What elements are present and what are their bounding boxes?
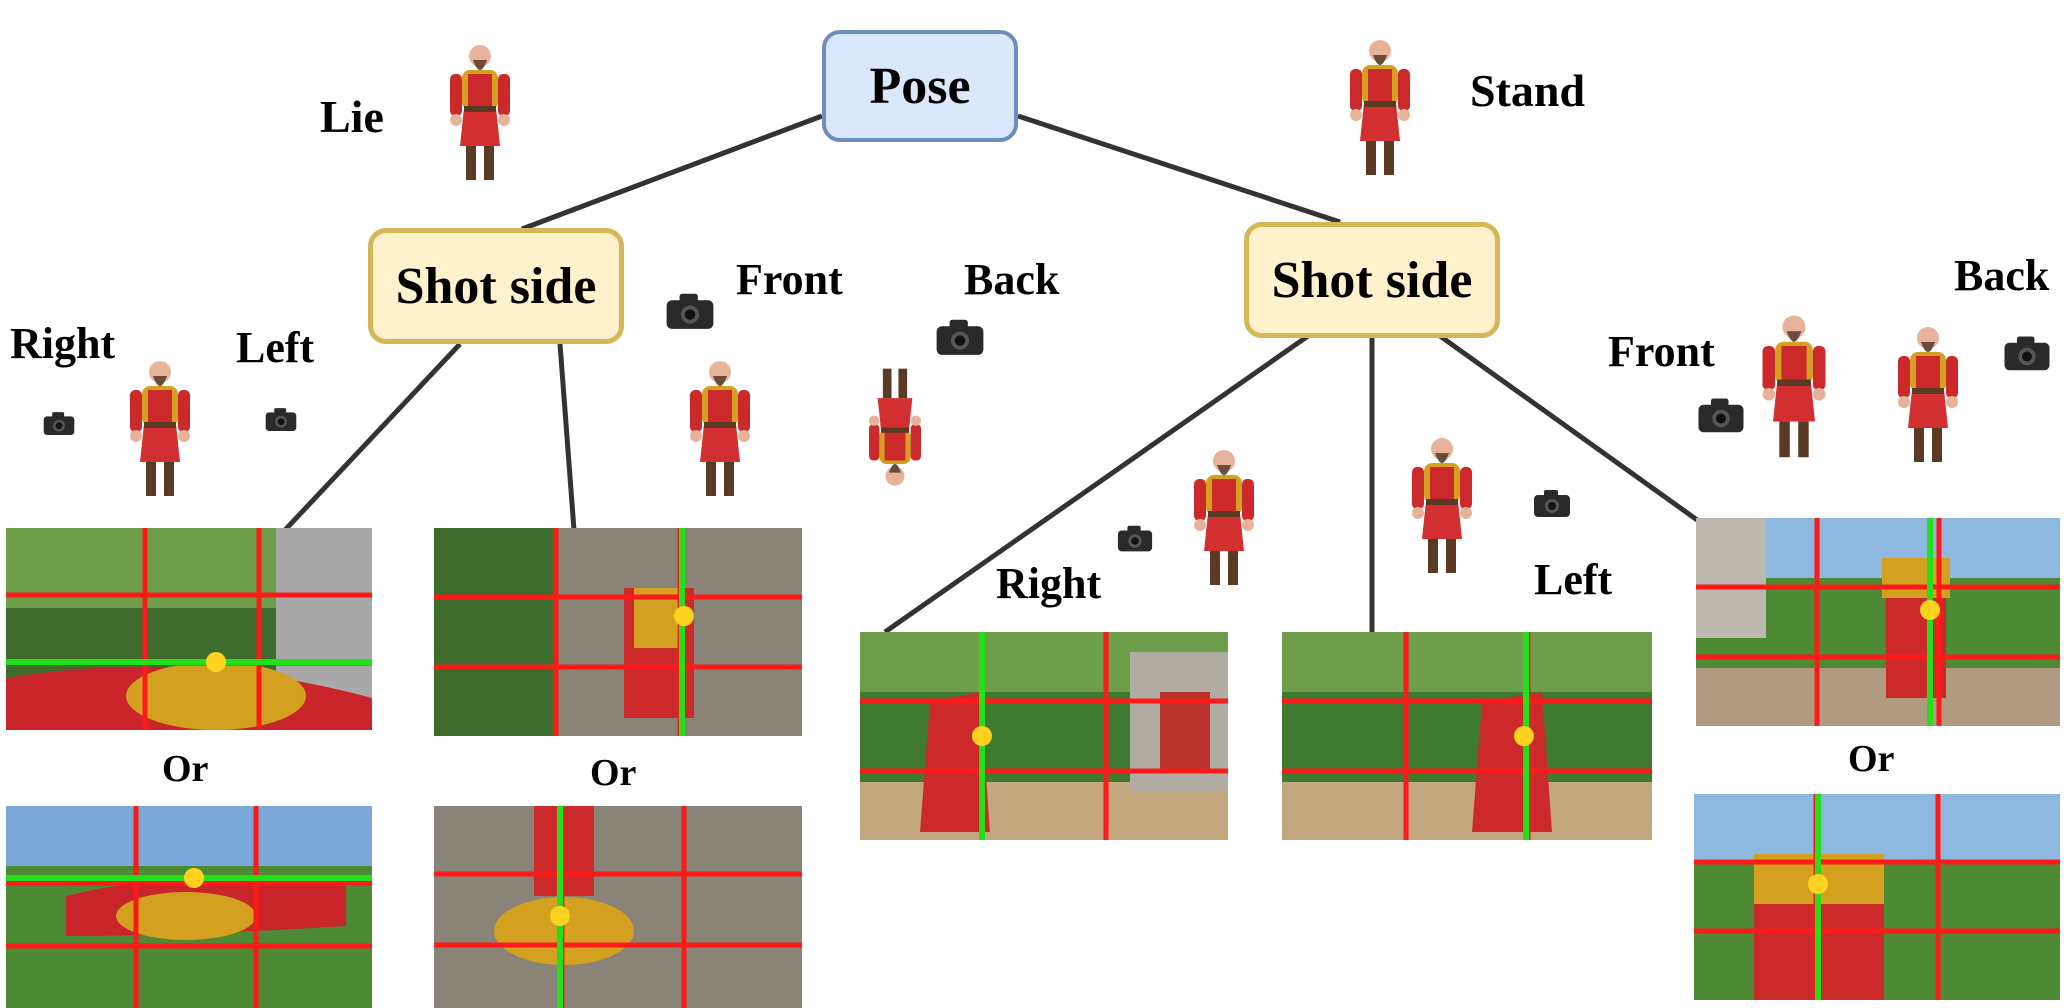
stand-left-figure-icon bbox=[1402, 418, 1482, 598]
camera-icon bbox=[42, 402, 76, 446]
lie-right-or-label: Or bbox=[162, 748, 209, 790]
lie-shot-side-node: Shot side bbox=[368, 228, 624, 344]
stand-left-label: Left bbox=[1534, 555, 1613, 604]
lie-front-shot-thumbnail bbox=[434, 528, 802, 736]
camera-icon bbox=[934, 318, 986, 358]
lie-back-shot-thumbnail bbox=[434, 806, 802, 1008]
stand-right-label: Right bbox=[996, 559, 1102, 608]
stand-right-figure-icon bbox=[1184, 430, 1264, 610]
stand-back-figure-icon bbox=[1888, 314, 1968, 480]
camera-icon bbox=[664, 292, 716, 332]
camera-icon bbox=[264, 398, 298, 442]
camera-icon bbox=[1116, 516, 1154, 562]
lie-right-alt-shot-thumbnail bbox=[6, 806, 372, 1008]
lie-back-label: Back bbox=[964, 255, 1060, 304]
lie-right-label: Right bbox=[10, 319, 116, 368]
lie-front-label: Front bbox=[736, 255, 843, 304]
camera-icon bbox=[1696, 396, 1746, 436]
pose-node: Pose bbox=[822, 30, 1018, 142]
lie-character-figure-icon bbox=[440, 40, 520, 190]
stand-label: Stand bbox=[1470, 65, 1586, 116]
camera-icon bbox=[1532, 484, 1572, 524]
lie-back-figure-icon bbox=[820, 360, 970, 490]
lie-front-figure-icon bbox=[680, 356, 760, 506]
lie-front-or-label: Or bbox=[590, 752, 637, 794]
stand-front-figure-icon bbox=[1752, 298, 1836, 480]
stand-back-or-label: Or bbox=[1848, 738, 1895, 780]
stand-front-label: Front bbox=[1608, 327, 1715, 376]
lie-left-label: Left bbox=[236, 323, 315, 372]
lie-right-shot-thumbnail bbox=[6, 528, 372, 730]
lie-label: Lie bbox=[320, 91, 384, 142]
camera-icon bbox=[2002, 334, 2052, 374]
lie-right-figure-icon bbox=[120, 356, 200, 506]
stand-front-shot-thumbnail bbox=[1696, 518, 2060, 726]
stand-character-figure-icon bbox=[1340, 20, 1420, 200]
stand-right-shot-thumbnail bbox=[860, 632, 1228, 840]
stand-back-label: Back bbox=[1954, 251, 2050, 300]
stand-left-shot-thumbnail bbox=[1282, 632, 1652, 840]
stand-back-shot-thumbnail bbox=[1694, 794, 2060, 1000]
stand-shot-side-node: Shot side bbox=[1244, 222, 1500, 338]
